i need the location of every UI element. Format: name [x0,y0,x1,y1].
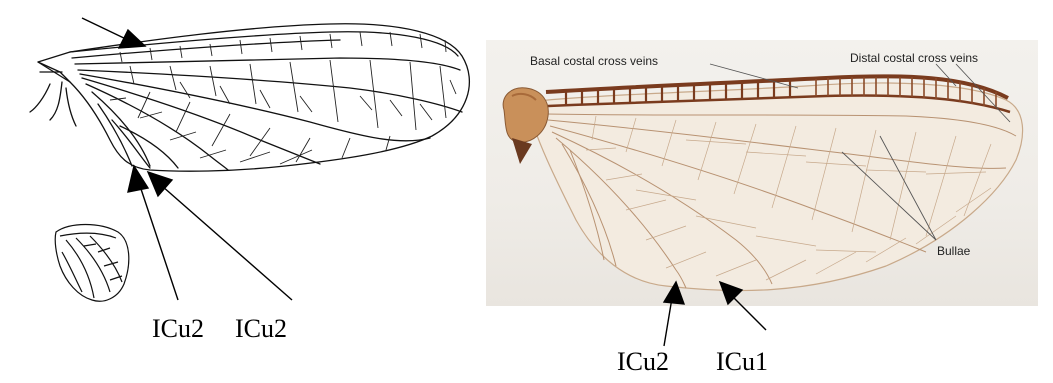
icu2-photo-label: ICu2 [617,347,669,377]
icu1-photo-label: ICu1 [716,347,768,377]
